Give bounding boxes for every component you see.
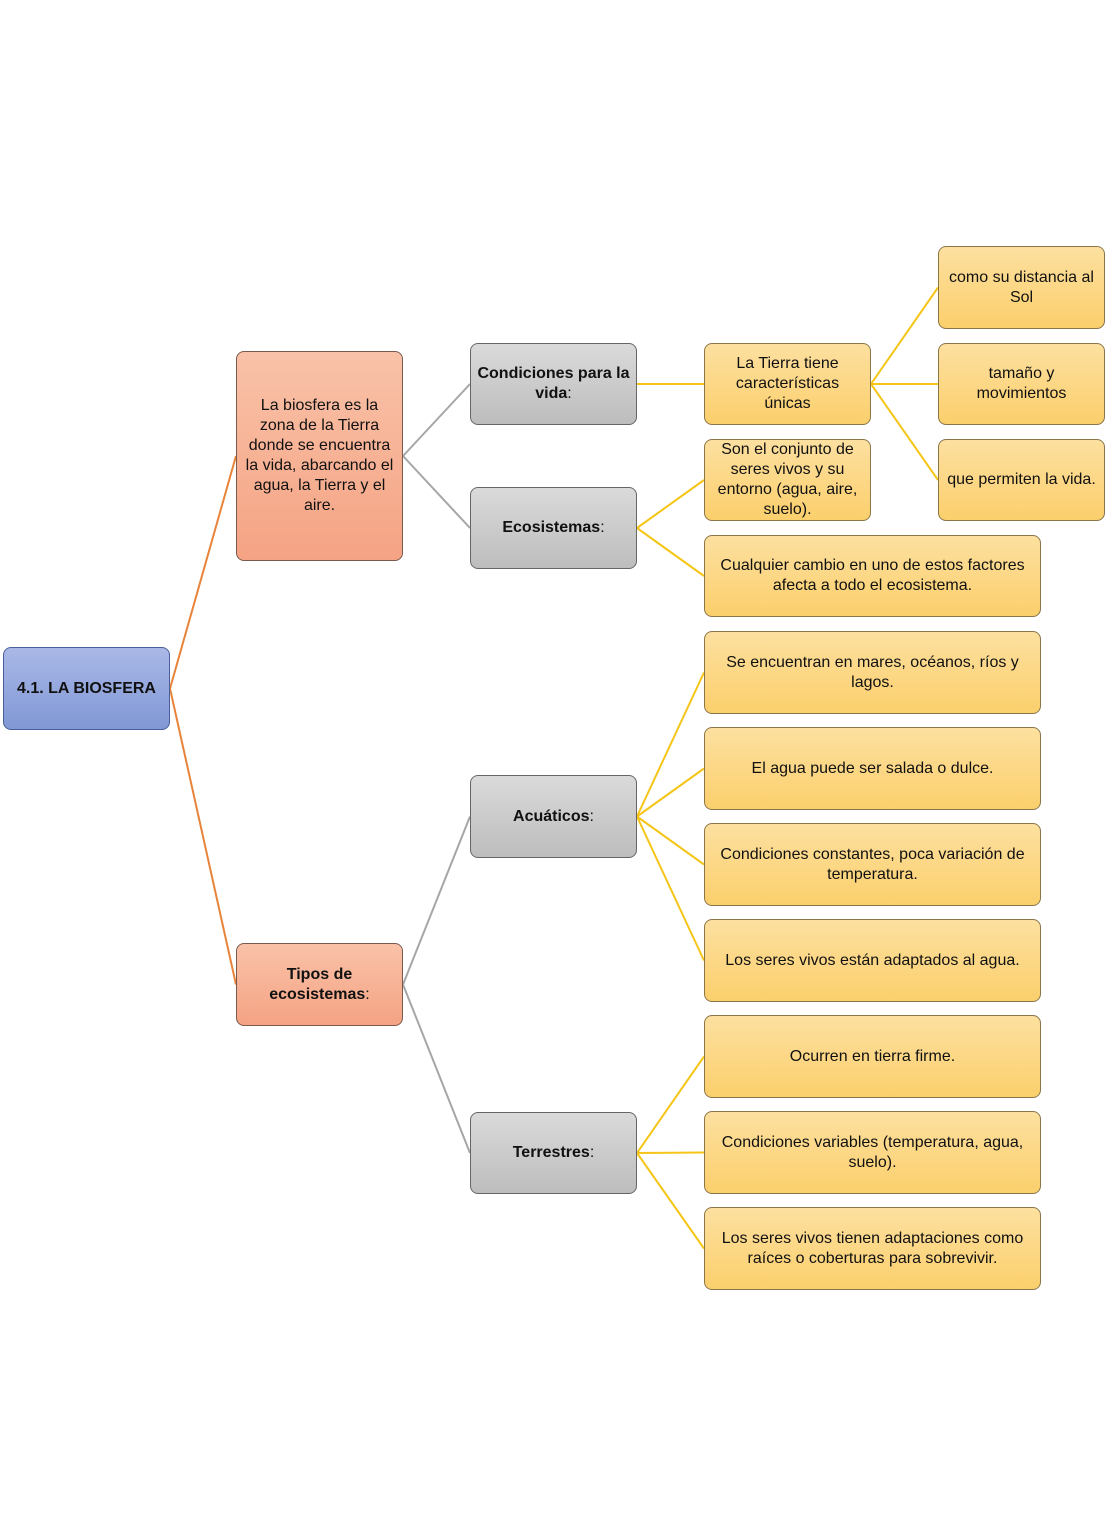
acuaticos-colon: : xyxy=(589,807,594,825)
distancia-sol-node: como su distancia al Sol xyxy=(938,246,1105,329)
tierra-caracteristicas-node: La Tierra tiene características únicas xyxy=(704,343,871,425)
ecosistemas-colon: : xyxy=(600,519,605,536)
conjunto-text: Son el conjunto de seres vivos y su ento… xyxy=(717,441,858,518)
acuaticos-item-text: El agua puede ser salada o dulce. xyxy=(751,759,994,777)
acuaticos-node: Acuáticos: xyxy=(470,775,637,858)
connector-terrestres-item xyxy=(636,1151,705,1154)
acuaticos-item-node: El agua puede ser salada o dulce. xyxy=(704,727,1041,810)
connector-acuaticos-item xyxy=(636,816,705,961)
conjunto-node: Son el conjunto de seres vivos y su ento… xyxy=(704,439,871,521)
acuaticos-item-node: Se encuentran en mares, océanos, ríos y … xyxy=(704,631,1041,714)
connector-ecosistemas-cambio xyxy=(636,527,705,577)
ecosistemas-node: Ecosistemas: xyxy=(470,487,637,569)
terrestres-item-text: Ocurren en tierra firme. xyxy=(789,1047,956,1065)
acuaticos-item-text: Se encuentran en mares, océanos, ríos y … xyxy=(726,653,1019,691)
connector-biosfera-condiciones xyxy=(402,383,471,457)
connector-tipos-terrestres xyxy=(402,984,471,1154)
terrestres-item-node: Condiciones variables (temperatura, agua… xyxy=(704,1111,1041,1194)
connector-tierra-permiten xyxy=(870,383,939,481)
terrestres-item-node: Los seres vivos tienen adaptaciones como… xyxy=(704,1207,1041,1290)
terrestres-label: Terrestres xyxy=(512,1144,590,1161)
connector-tipos-acuaticos xyxy=(402,816,471,985)
tipos-ecosistemas-colon: : xyxy=(365,985,370,1003)
connector-terrestres-item xyxy=(636,1055,705,1154)
terrestres-colon: : xyxy=(589,1144,595,1161)
biosfera-definition-node: La biosfera es la zona de la Tierra dond… xyxy=(236,351,403,561)
ecosistemas-label: Ecosistemas xyxy=(502,519,601,536)
connector-acuaticos-item xyxy=(636,767,705,818)
condiciones-vida-colon: : xyxy=(567,385,572,402)
acuaticos-item-text: Los seres vivos están adaptados al agua. xyxy=(725,951,1020,969)
connector-tierra-sol xyxy=(870,286,939,385)
tierra-caracteristicas-text: La Tierra tiene características únicas xyxy=(735,355,840,412)
connector-ecosistemas-conjunto xyxy=(636,479,705,529)
distancia-sol-text: como su distancia al Sol xyxy=(949,268,1094,306)
terrestres-node: Terrestres: xyxy=(470,1112,637,1194)
cambio-text: Cualquier cambio en uno de estos factore… xyxy=(720,557,1025,594)
permiten-vida-text: que permiten la vida. xyxy=(947,471,1096,488)
permiten-vida-node: que permiten la vida. xyxy=(938,439,1105,521)
acuaticos-item-node: Los seres vivos están adaptados al agua. xyxy=(704,919,1041,1002)
root-label: 4.1. LA BIOSFERA xyxy=(17,679,156,697)
tamano-movimientos-text: tamaño y movimientos xyxy=(976,365,1067,402)
tipos-ecosistemas-node: Tipos de ecosistemas: xyxy=(236,943,403,1026)
connector-root-tipos xyxy=(169,688,237,985)
terrestres-item-text: Condiciones variables (temperatura, agua… xyxy=(721,1133,1024,1171)
acuaticos-label: Acuáticos xyxy=(513,807,590,825)
connector-acuaticos-item xyxy=(636,815,705,866)
connector-acuaticos-item xyxy=(636,672,705,817)
condiciones-vida-label: Condiciones para la vida xyxy=(477,365,630,402)
connector-biosfera-ecosistemas xyxy=(402,455,471,529)
tamano-movimientos-node: tamaño y movimientos xyxy=(938,343,1105,425)
condiciones-vida-node: Condiciones para la vida: xyxy=(470,343,637,425)
acuaticos-item-node: Condiciones constantes, poca variación d… xyxy=(704,823,1041,906)
root-node: 4.1. LA BIOSFERA xyxy=(3,647,170,730)
terrestres-item-text: Los seres vivos tienen adaptaciones como… xyxy=(721,1229,1024,1267)
connector-terrestres-item xyxy=(636,1152,705,1250)
terrestres-item-node: Ocurren en tierra firme. xyxy=(704,1015,1041,1098)
acuaticos-item-text: Condiciones constantes, poca variación d… xyxy=(720,845,1025,883)
biosfera-definition-text: La biosfera es la zona de la Tierra dond… xyxy=(245,397,394,514)
cambio-node: Cualquier cambio en uno de estos factore… xyxy=(704,535,1041,617)
connector-root-biosfera xyxy=(169,455,237,689)
tipos-ecosistemas-label: Tipos de ecosistemas xyxy=(269,965,366,1003)
